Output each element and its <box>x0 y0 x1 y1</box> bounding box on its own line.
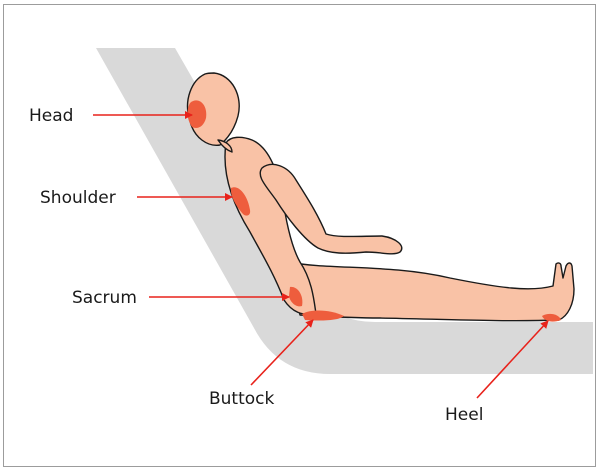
sacrum-label: Sacrum <box>72 288 137 308</box>
buttock-label: Buttock <box>209 389 275 409</box>
shoulder-label: Shoulder <box>40 188 116 208</box>
heel-label: Heel <box>445 405 483 425</box>
head-label: Head <box>29 106 73 126</box>
bed-surface <box>96 48 593 374</box>
